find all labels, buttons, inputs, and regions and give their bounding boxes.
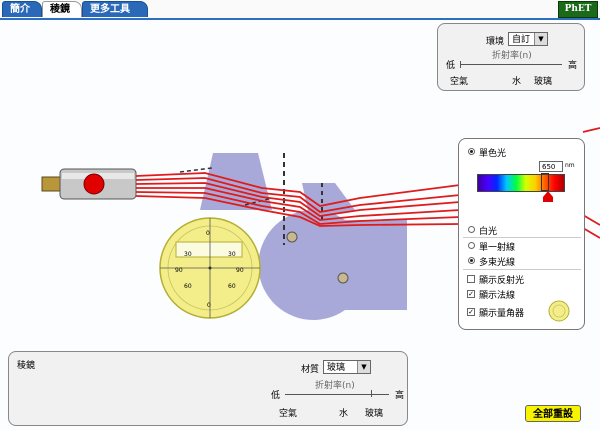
protractor-label: 30 (184, 251, 192, 258)
prism-high-label: 高 (395, 391, 405, 401)
multi-ray-radio[interactable] (468, 257, 475, 264)
high-label: 高 (568, 61, 578, 71)
show-protractor-checkbox[interactable]: ✓ (467, 308, 475, 316)
material-select[interactable]: 玻璃▼ (323, 360, 371, 374)
tab-intro[interactable]: 簡介 (2, 1, 42, 17)
light-panel: 單色光 650 nm 白光 單一射線 多束光線 顯示反射光 ✓ 顯示法線 ✓ 顯… (458, 138, 585, 330)
material-label: 材質 (301, 365, 320, 375)
prism-low-label: 低 (271, 391, 281, 401)
bottom-prism[interactable] (300, 230, 340, 285)
phet-logo: PhET (558, 1, 598, 18)
marker-water: 水 (512, 77, 522, 87)
wavelength-thumb-base[interactable] (543, 197, 553, 202)
protractor-label: 90 (236, 267, 244, 274)
divider (463, 237, 581, 238)
tab-bar: 簡介 稜鏡 更多工具 PhET (0, 0, 600, 20)
white-light-radio[interactable] (468, 226, 475, 233)
low-label: 低 (446, 61, 456, 71)
wavelength-unit: nm (565, 162, 575, 169)
protractor-label: 60 (184, 283, 192, 290)
dropdown-icon: ▼ (357, 361, 370, 373)
white-light-label: 白光 (479, 227, 498, 237)
wavelength-field[interactable]: 650 (539, 161, 563, 172)
light-beams (135, 127, 600, 239)
monochromatic-radio[interactable] (468, 148, 475, 155)
environment-panel: 環境 自訂▼ 折射率(n) 低 高 空氣 水 玻璃 (437, 23, 585, 91)
wavelength-spectrum[interactable] (477, 174, 565, 192)
show-reflected-label: 顯示反射光 (479, 276, 525, 286)
normal-line (244, 197, 273, 206)
index-label: 折射率(n) (492, 51, 532, 61)
index-slider-thumb[interactable] (460, 61, 461, 68)
monochromatic-label: 單色光 (479, 149, 507, 159)
dropdown-icon: ▼ (534, 33, 547, 45)
show-protractor-label: 顯示量角器 (479, 309, 525, 319)
environment-select[interactable]: 自訂▼ (508, 32, 548, 46)
wavelength-thumb-icon[interactable] (543, 191, 553, 197)
protractor-label: 30 (228, 251, 236, 258)
play-area: 0 90 90 30 30 60 60 0 (0, 20, 600, 430)
prism-index-label: 折射率(n) (315, 381, 355, 391)
rect-prism-body[interactable] (345, 220, 407, 310)
prism-marker-water: 水 (339, 409, 349, 419)
protractor-label: 0 (207, 302, 211, 309)
tab-prisms[interactable]: 稜鏡 (42, 1, 82, 17)
prism-toolbox: 稜鏡 材質 玻璃▼ 折射率(n) 低 高 空氣 水 玻璃 (8, 351, 408, 426)
multi-ray-label: 多束光線 (479, 258, 516, 268)
prism-marker-glass: 玻璃 (365, 409, 384, 419)
normal-line (179, 167, 213, 173)
prism-rotate-knob[interactable] (337, 272, 349, 284)
show-normal-checkbox[interactable]: ✓ (467, 290, 475, 298)
marker-glass: 玻璃 (534, 77, 553, 87)
single-ray-radio[interactable] (468, 242, 475, 249)
show-reflected-checkbox[interactable] (467, 275, 475, 283)
divider (463, 269, 581, 270)
protractor-label: 0 (206, 230, 210, 237)
protractor-icon (548, 300, 570, 322)
environment-label: 環境 (486, 37, 505, 47)
prism-index-slider-track[interactable] (285, 394, 389, 395)
tab-more-tools[interactable]: 更多工具 (82, 1, 148, 17)
prism-toolbox-title: 稜鏡 (17, 361, 36, 371)
prism-rotate-knob[interactable] (286, 231, 298, 243)
index-slider-track[interactable] (460, 64, 562, 65)
show-normal-label: 顯示法線 (479, 291, 516, 301)
marker-air: 空氣 (450, 77, 469, 87)
prism-marker-air: 空氣 (279, 409, 298, 419)
laser-pointer[interactable] (41, 168, 137, 200)
prism-index-slider-thumb[interactable] (371, 390, 372, 397)
protractor[interactable]: 0 90 90 30 30 60 60 0 (159, 217, 261, 319)
reset-all-button[interactable]: 全部重設 (525, 405, 581, 422)
protractor-label: 90 (175, 267, 183, 274)
wavelength-marker (541, 173, 549, 191)
protractor-label: 60 (228, 283, 236, 290)
single-ray-label: 單一射線 (479, 243, 516, 253)
